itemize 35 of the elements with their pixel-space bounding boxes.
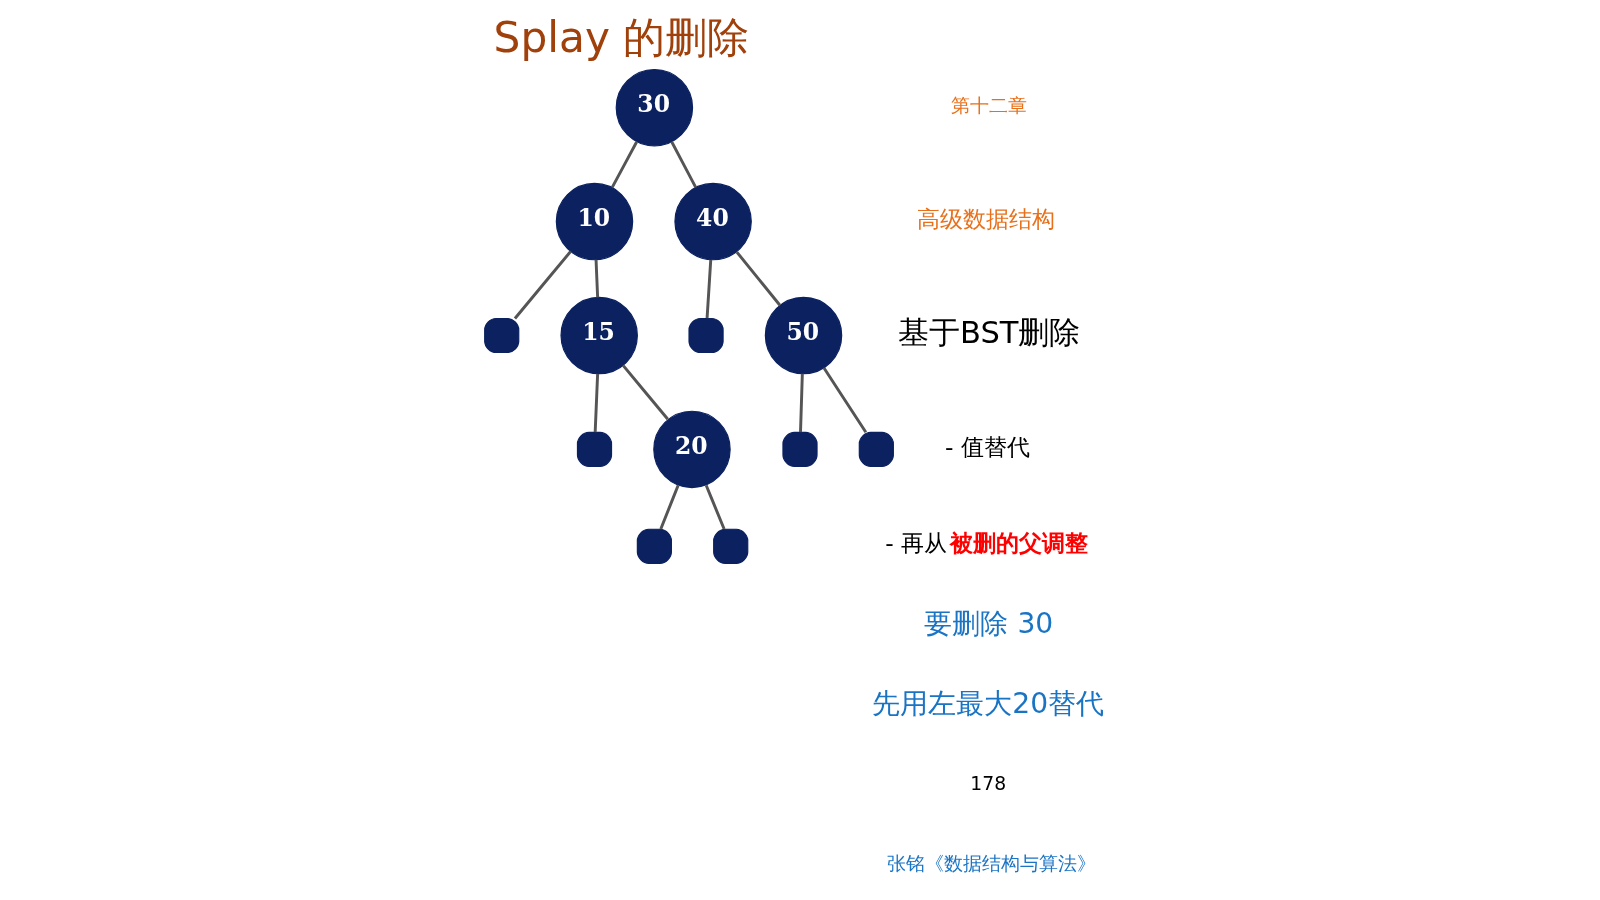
node-circle: 50 xyxy=(764,296,843,375)
connector xyxy=(513,250,572,320)
connector xyxy=(610,141,639,189)
label: 第十二章 xyxy=(951,95,1028,117)
node-box xyxy=(782,431,818,468)
node-box xyxy=(688,317,724,354)
connector xyxy=(593,373,600,433)
node-box xyxy=(713,528,749,564)
node-circle: 15 xyxy=(560,296,638,375)
connector xyxy=(670,141,698,189)
label: 先用左最大20替代 xyxy=(872,687,1105,721)
connector xyxy=(735,251,782,307)
connector xyxy=(705,259,713,319)
label: 178 xyxy=(970,773,1007,795)
connector xyxy=(621,364,669,421)
connector xyxy=(799,373,804,433)
connector xyxy=(704,484,726,530)
label: 高级数据结构 xyxy=(917,205,1056,234)
node-box xyxy=(636,528,672,564)
connector xyxy=(822,367,868,433)
node-box xyxy=(576,431,613,468)
label: 张铭《数据结构与算法》 xyxy=(886,853,1096,875)
label: 要删除 30 xyxy=(924,607,1054,641)
node-box xyxy=(858,431,894,468)
label: - 值替代 xyxy=(945,433,1030,462)
label: 基于BST删除 xyxy=(898,314,1081,350)
node-box xyxy=(484,317,520,354)
node-circle: 40 xyxy=(674,182,752,261)
node-circle: 30 xyxy=(615,68,694,147)
node-circle: 20 xyxy=(653,410,731,489)
node-circle: 10 xyxy=(555,182,634,261)
label: - 再从被删的父调整 xyxy=(885,528,1088,557)
diagram-title: Splay 的删除 xyxy=(493,12,750,62)
connector xyxy=(594,259,600,298)
connector xyxy=(659,484,680,530)
